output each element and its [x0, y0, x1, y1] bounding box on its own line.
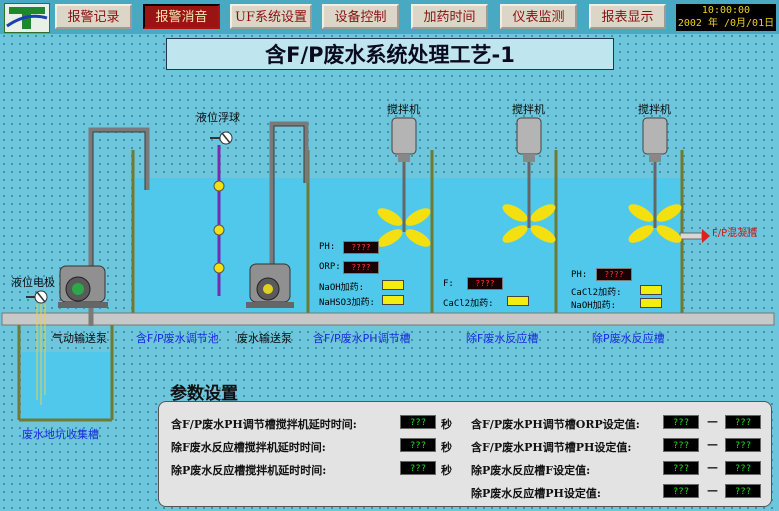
param-right-dash-0: — — [707, 415, 718, 428]
tank1-naoh-indicator — [382, 280, 404, 290]
param-left-unit-0: 秒 — [441, 418, 452, 431]
mixer-1 — [377, 117, 431, 247]
tank3-cacl2-label: CaCl2加药: — [571, 288, 622, 298]
tank-walls — [17, 150, 684, 422]
param-right-label-1: 含F/P废水PH调节槽PH设定值: — [471, 441, 632, 454]
dosing-time-button[interactable]: 加药时间 — [411, 4, 488, 29]
params-heading: 参数设置 — [170, 384, 238, 404]
tank1-orp-value: ???? — [343, 261, 379, 274]
tank1-ph-label: PH: — [319, 242, 336, 252]
uf-settings-button[interactable]: UF系统设置 — [230, 4, 312, 29]
instrument-monitor-button[interactable]: 仪表监测 — [500, 4, 577, 29]
page-title: 含F/P废水系统处理工艺-1 — [166, 38, 614, 70]
param-left-input-0[interactable]: ??? — [400, 415, 436, 429]
mixer-3-label: 搅拌机 — [638, 103, 671, 116]
param-right-dash-2: — — [707, 461, 718, 474]
param-left-label-2: 除P废水反应槽搅拌机延时时间: — [171, 464, 327, 477]
report-display-button[interactable]: 报表显示 — [589, 4, 666, 29]
ground-platform — [1, 312, 775, 326]
pneumatic-pump — [58, 265, 108, 308]
tank2-cacl2-label: CaCl2加药: — [443, 299, 494, 309]
tank1-naoh-label: NaOH加药: — [319, 283, 365, 293]
electrode-label: 液位电极 — [11, 276, 55, 289]
tank2-f-value: ???? — [467, 277, 503, 290]
mixer-2-label: 搅拌机 — [512, 103, 545, 116]
tank1-nahso3-label: NaHSO3加药: — [319, 298, 375, 308]
param-right-high-3[interactable]: ??? — [725, 484, 761, 498]
p-tank-label: 除P废水反应槽 — [592, 332, 665, 345]
param-right-low-0[interactable]: ??? — [663, 415, 699, 429]
tank3-cacl2-indicator — [640, 285, 662, 295]
param-right-high-1[interactable]: ??? — [725, 438, 761, 452]
clock-display: 10:00:00 2002 年 /0月/01日 — [676, 4, 776, 31]
mixer-3 — [628, 117, 682, 243]
tank2-cacl2-indicator — [507, 296, 529, 306]
float-switch-head — [210, 131, 233, 145]
param-left-input-2[interactable]: ??? — [400, 461, 436, 475]
param-left-unit-2: 秒 — [441, 464, 452, 477]
clock-date: 2002 年 /0月/01日 — [677, 18, 775, 29]
transfer-pump — [246, 263, 294, 308]
param-right-label-3: 除P废水反应槽PH设定值: — [471, 487, 601, 500]
f-tank-water — [433, 178, 555, 313]
clock-time: 10:00:00 — [701, 5, 751, 16]
float-label: 液位浮球 — [196, 111, 240, 124]
param-left-label-0: 含F/P废水PH调节槽搅拌机延时时间: — [171, 418, 357, 431]
tank1-ph-value: ???? — [343, 241, 379, 254]
top-toolbar: 报警记录 报警消音 UF系统设置 设备控制 加药时间 仪表监测 报表显示 10:… — [0, 0, 779, 34]
transfer-pump-label: 废水输送泵 — [237, 332, 292, 345]
ph-tank-label: 含F/P废水PH调节槽 — [313, 332, 411, 345]
outlet-arrow — [702, 229, 710, 243]
device-control-button[interactable]: 设备控制 — [322, 4, 399, 29]
adjust-pool-label: 含F/P废水调节池 — [136, 332, 219, 345]
param-left-input-1[interactable]: ??? — [400, 438, 436, 452]
param-right-dash-3: — — [707, 484, 718, 497]
outlet-label: F/P混凝槽 — [712, 228, 758, 239]
tank1-orp-label: ORP: — [319, 262, 341, 272]
mixer-1-label: 搅拌机 — [387, 103, 420, 116]
param-right-label-0: 含F/P废水PH调节槽ORP设定值: — [471, 418, 640, 431]
company-logo — [4, 3, 50, 33]
param-right-high-2[interactable]: ??? — [725, 461, 761, 475]
pneumatic-pump-label: 气动输送泵 — [52, 332, 107, 345]
param-left-unit-1: 秒 — [441, 441, 452, 454]
tank2-f-label: F: — [443, 279, 454, 289]
pit-water — [21, 352, 111, 420]
tank3-naoh-indicator — [640, 298, 662, 308]
param-right-high-0[interactable]: ??? — [725, 415, 761, 429]
f-tank-label: 除F废水反应槽 — [466, 332, 539, 345]
param-right-dash-1: — — [707, 438, 718, 451]
alarm-log-button[interactable]: 报警记录 — [55, 4, 132, 29]
tank3-ph-value: ???? — [596, 268, 632, 281]
tank1-nahso3-indicator — [382, 295, 404, 305]
tank3-ph-label: PH: — [571, 270, 588, 280]
level-electrode — [26, 290, 48, 405]
param-left-label-1: 除F废水反应槽搅拌机延时时间: — [171, 441, 326, 454]
pit-label: 废水地坑收集槽 — [22, 428, 99, 441]
param-right-label-2: 除P废水反应槽F设定值: — [471, 464, 591, 477]
param-right-low-3[interactable]: ??? — [663, 484, 699, 498]
param-right-low-1[interactable]: ??? — [663, 438, 699, 452]
alarm-mute-button[interactable]: 报警消音 — [143, 4, 220, 29]
mixer-2 — [502, 117, 556, 243]
tank3-naoh-label: NaOH加药: — [571, 301, 617, 311]
param-right-low-2[interactable]: ??? — [663, 461, 699, 475]
